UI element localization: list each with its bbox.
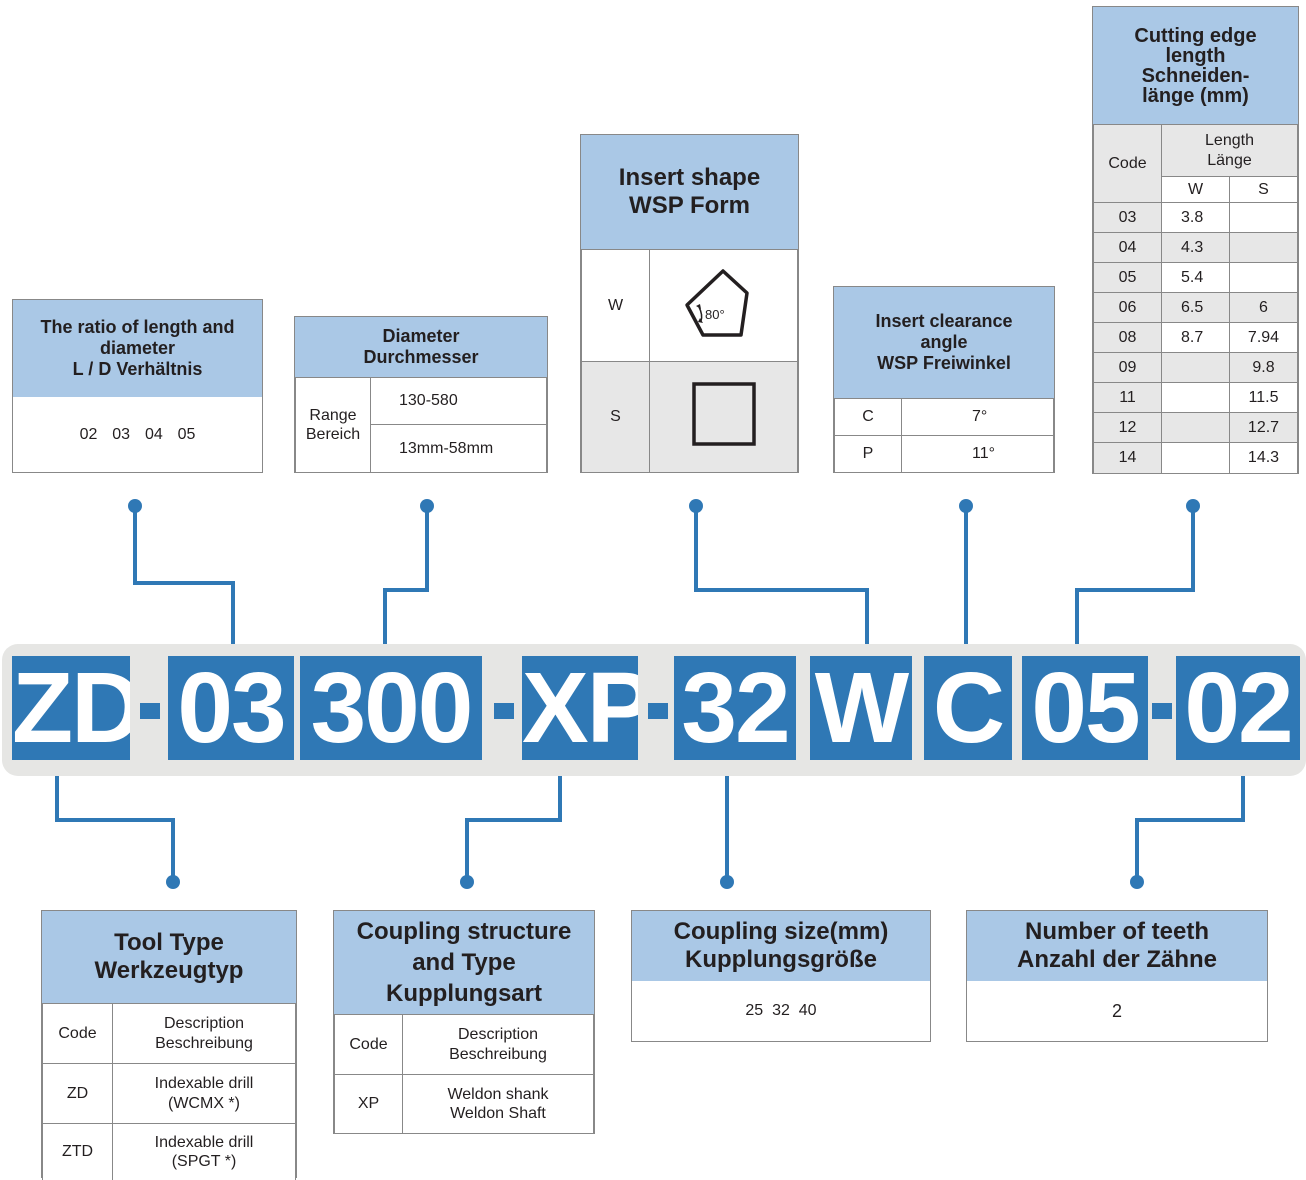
row-code: 06 — [1093, 292, 1162, 323]
row-code: 09 — [1093, 352, 1162, 383]
row-code: 05 — [1093, 262, 1162, 293]
row-code: ZTD — [42, 1123, 113, 1180]
square-insert-icon — [691, 382, 756, 447]
coupling-size-header: Coupling size(mm) Kupplungsgröße — [632, 911, 930, 981]
shape-code: W — [581, 249, 650, 362]
row-desc: Indexable drill(WCMX *) — [112, 1063, 296, 1124]
clearance-value: 7° — [901, 398, 1054, 436]
code-header: Code — [1093, 124, 1162, 203]
coupling-size-values: 25 32 40 — [745, 1002, 817, 1019]
svg-text:80°: 80° — [705, 307, 725, 322]
connector-dot — [959, 499, 973, 513]
code-header: Code — [334, 1014, 403, 1075]
cutting-length-header: Cutting edge length Schneiden- länge (mm… — [1093, 7, 1298, 124]
col-s-header: S — [1229, 176, 1298, 203]
insert-shape-table: W 80° S — [581, 249, 798, 473]
row-code: 08 — [1093, 322, 1162, 353]
code-segment-coupling-size: 32 — [674, 656, 796, 760]
teeth-box: Number of teeth Anzahl der Zähne 2 — [966, 910, 1268, 1042]
shape-s-cell — [649, 361, 798, 473]
row-code: XP — [334, 1074, 403, 1134]
connector-dot — [128, 499, 142, 513]
coupling-type-box: Coupling structure and Type Kupplungsart… — [333, 910, 595, 1134]
range-value: 13mm-58mm — [370, 424, 547, 473]
code-dash — [648, 703, 668, 719]
connector-dot — [1130, 875, 1144, 889]
diameter-header: Diameter Durchmesser — [295, 317, 547, 377]
connector-dot — [166, 875, 180, 889]
shape-w-cell: 80° — [649, 249, 798, 362]
row-code: 03 — [1093, 202, 1162, 233]
row-code: 11 — [1093, 382, 1162, 413]
code-segment-cutting-length: 05 — [1022, 656, 1148, 760]
shape-code: S — [581, 361, 650, 473]
clearance-angle-box: Insert clearance angle WSP Freiwinkel C … — [833, 286, 1055, 473]
clearance-code: C — [834, 398, 902, 436]
clearance-code: P — [834, 435, 902, 473]
code-dash — [140, 703, 160, 719]
clearance-table: C 7° P 11° — [834, 398, 1054, 473]
ld-ratio-values: 02 03 04 05 — [79, 425, 196, 443]
teeth-header: Number of teeth Anzahl der Zähne — [967, 911, 1267, 981]
row-code: 12 — [1093, 412, 1162, 443]
code-dash — [1152, 703, 1172, 719]
teeth-values: 2 — [1111, 1000, 1122, 1021]
ld-ratio-header: The ratio of length and diameter L / D V… — [13, 300, 262, 397]
connector-dot — [420, 499, 434, 513]
col-w-header: W — [1161, 176, 1230, 203]
code-segment-insert-shape: W — [810, 656, 912, 760]
connector-dot — [1186, 499, 1200, 513]
code-segment-coupling-type: XP — [522, 656, 638, 760]
cutting-length-box: Cutting edge length Schneiden- länge (mm… — [1092, 6, 1299, 474]
code-segment-diameter: 300 — [300, 656, 482, 760]
code-segment-ld-ratio: 03 — [168, 656, 294, 760]
connector-dot — [460, 875, 474, 889]
insert-shape-header: Insert shape WSP Form — [581, 135, 798, 249]
insert-shape-box: Insert shape WSP Form W 80° S — [580, 134, 799, 473]
tool-type-header: Tool Type Werkzeugtyp — [42, 911, 296, 1003]
range-value: 130-580 — [370, 377, 547, 425]
code-segment-teeth: 02 — [1176, 656, 1300, 760]
code-segment-tool-type: ZD — [12, 656, 130, 760]
clearance-header: Insert clearance angle WSP Freiwinkel — [834, 287, 1054, 398]
connector-dot — [689, 499, 703, 513]
clearance-value: 11° — [901, 435, 1054, 473]
coupling-type-header: Coupling structure and Type Kupplungsart — [334, 911, 594, 1014]
code-header: Code — [42, 1003, 113, 1064]
row-code: 14 — [1093, 442, 1162, 474]
code-dash — [494, 703, 514, 719]
coupling-size-box: Coupling size(mm) Kupplungsgröße 25 32 4… — [631, 910, 931, 1042]
row-code: ZD — [42, 1063, 113, 1124]
row-desc: Indexable drill(SPGT *) — [112, 1123, 296, 1180]
code-segment-clearance: C — [924, 656, 1012, 760]
ld-ratio-box: The ratio of length and diameter L / D V… — [12, 299, 263, 473]
row-code: 04 — [1093, 232, 1162, 263]
connector-dot — [720, 875, 734, 889]
trigon-insert-icon: 80° — [684, 269, 749, 337]
